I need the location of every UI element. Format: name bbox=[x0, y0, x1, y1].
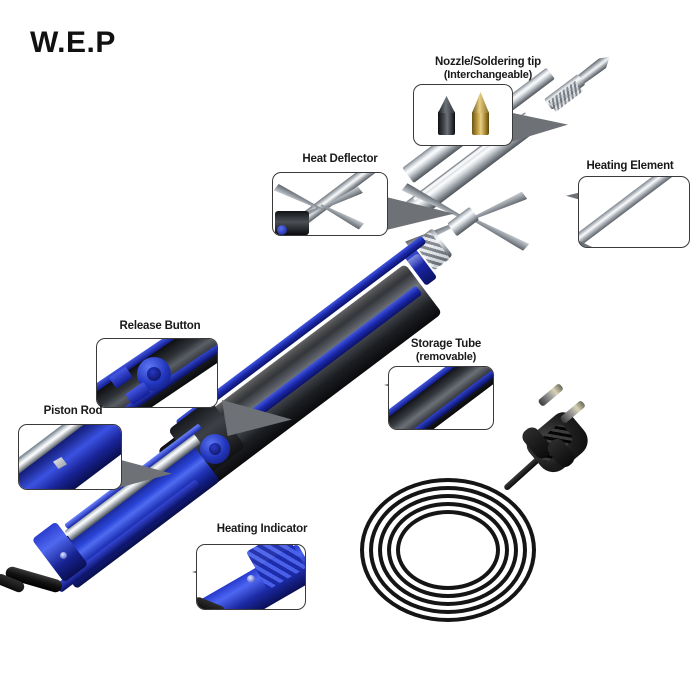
callout-box-heating-indicator bbox=[196, 544, 306, 610]
callout-label-nozzle-line2: (Interchangeable) bbox=[443, 69, 533, 81]
callout-label-release-button-line1: Release Button bbox=[119, 320, 201, 332]
callout-box-storage-tube bbox=[388, 366, 494, 430]
cord-coil-ring-4 bbox=[387, 502, 509, 598]
release-detail-button-center[interactable] bbox=[147, 367, 161, 381]
plug-pin-left bbox=[537, 382, 565, 408]
callout-label-piston-rod-line1: Piston Rod bbox=[43, 405, 103, 417]
cord-coil-ring-2 bbox=[369, 486, 527, 614]
callout-label-heat-deflector: Heat Deflector bbox=[278, 153, 402, 166]
callout-box-nozzle bbox=[413, 84, 513, 146]
tip-black-barrel bbox=[438, 111, 455, 135]
cord-coil-ring-3 bbox=[378, 494, 518, 606]
callout-box-piston-rod bbox=[18, 424, 122, 490]
heat-deflector-detail-blue-dot bbox=[277, 225, 287, 235]
indicator-detail-lamp bbox=[247, 575, 255, 583]
callout-label-storage-tube-line1: Storage Tube bbox=[410, 338, 482, 350]
release-button-center[interactable] bbox=[209, 443, 221, 455]
brand-logo: W.E.P bbox=[30, 26, 116, 59]
callout-label-heating-indicator: Heating Indicator bbox=[196, 523, 328, 536]
callout-wedge-nozzle bbox=[508, 112, 568, 142]
tip-black-cone bbox=[438, 96, 455, 113]
callout-label-storage-tube-line2: (removable) bbox=[415, 351, 477, 363]
piston-detail-notch bbox=[53, 457, 67, 469]
heating-indicator-lamp bbox=[60, 552, 67, 559]
callout-label-nozzle: Nozzle/Soldering tip (Interchangeable) bbox=[418, 56, 558, 82]
callout-label-heating-element: Heating Element bbox=[566, 160, 694, 173]
callout-label-storage-tube: Storage Tube (removable) bbox=[388, 338, 504, 364]
tip-brass-cone bbox=[472, 92, 489, 113]
callout-label-nozzle-line1: Nozzle/Soldering tip bbox=[435, 56, 541, 68]
callout-label-heat-deflector-line1: Heat Deflector bbox=[302, 153, 378, 165]
callout-box-heating-element bbox=[578, 176, 690, 248]
callout-box-release-button bbox=[96, 338, 218, 408]
cord-coil-ring-5 bbox=[396, 510, 500, 590]
callout-label-heating-indicator-line1: Heating Indicator bbox=[216, 523, 308, 535]
tip-brass-barrel bbox=[472, 111, 489, 135]
callout-box-heat-deflector bbox=[272, 172, 388, 236]
callout-label-heating-element-line1: Heating Element bbox=[586, 160, 674, 172]
callout-label-release-button: Release Button bbox=[96, 320, 224, 333]
cord-coil-ring-1 bbox=[360, 478, 536, 622]
callout-label-piston-rod: Piston Rod bbox=[18, 405, 128, 418]
